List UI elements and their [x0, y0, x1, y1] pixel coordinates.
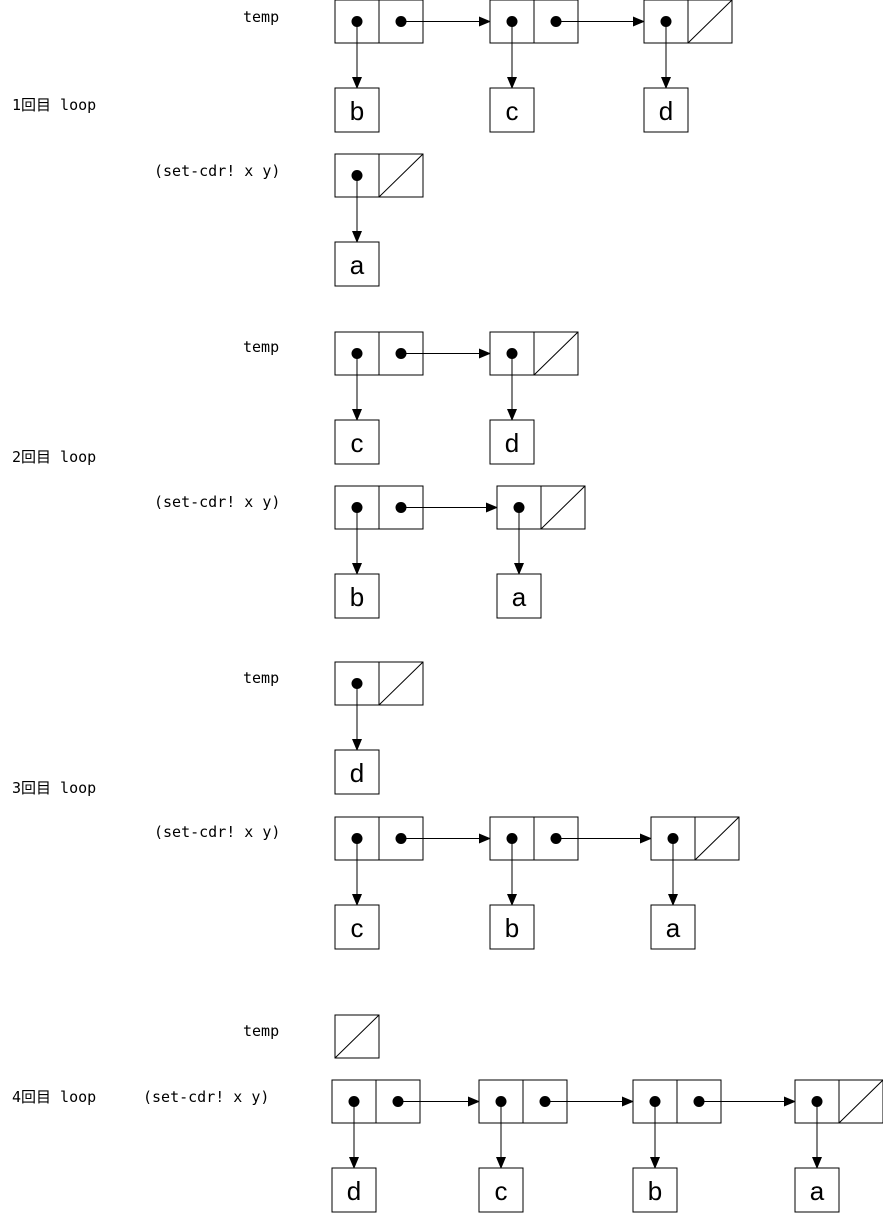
atom-symbol: c	[495, 1176, 508, 1206]
atom-box	[496, 573, 542, 619]
list-set-cdr-loop-1: a	[334, 153, 424, 287]
atom-box	[334, 419, 380, 465]
atom-box	[334, 749, 380, 795]
atom-symbol: b	[648, 1176, 662, 1206]
atom-symbol: a	[350, 250, 365, 280]
atom-box	[643, 87, 689, 133]
atom-symbol: b	[350, 582, 364, 612]
atom-box	[632, 1167, 678, 1213]
nil-slash	[533, 331, 579, 376]
atom-box	[478, 1167, 524, 1213]
atom-symbol: d	[505, 428, 519, 458]
loop-3-label: 3回目 loop	[12, 779, 96, 797]
atom-box	[334, 241, 380, 287]
nil-slash	[540, 485, 586, 530]
atom-symbol: c	[351, 913, 364, 943]
atom-symbol: a	[810, 1176, 825, 1206]
temp-label: temp	[243, 338, 279, 356]
atom-box	[334, 904, 380, 950]
list-temp-loop-4	[334, 1014, 380, 1059]
atom-box	[334, 87, 380, 133]
loop-1-label: 1回目 loop	[12, 96, 96, 114]
atom-box	[489, 87, 535, 133]
atom-symbol: a	[512, 582, 527, 612]
nil-slash	[838, 1079, 883, 1124]
atom-symbol: c	[351, 428, 364, 458]
atom-symbol: c	[506, 96, 519, 126]
atom-symbol: d	[659, 96, 673, 126]
atom-box	[489, 419, 535, 465]
nil-slash	[378, 661, 424, 706]
atom-box	[331, 1167, 377, 1213]
atom-symbol: b	[350, 96, 364, 126]
atom-symbol: a	[666, 913, 681, 943]
list-temp-loop-1: b c d	[334, 0, 733, 133]
atom-box	[489, 904, 535, 950]
atom-box	[794, 1167, 840, 1213]
nil-slash	[687, 0, 733, 44]
atom-box	[334, 573, 380, 619]
atom-symbol: d	[350, 758, 364, 788]
loop-2-label: 2回目 loop	[12, 448, 96, 466]
nil-slash	[694, 816, 740, 861]
loop-4-label: 4回目 loop	[12, 1088, 96, 1106]
set-cdr-label: (set-cdr! x y)	[143, 1088, 269, 1106]
set-cdr-label: (set-cdr! x y)	[154, 823, 280, 841]
atom-symbol: b	[505, 913, 519, 943]
set-cdr-label: (set-cdr! x y)	[154, 162, 280, 180]
temp-label: temp	[243, 1022, 279, 1040]
nil-slash	[334, 1014, 380, 1059]
temp-label: temp	[243, 8, 279, 26]
atom-box	[650, 904, 696, 950]
atom-symbol: d	[347, 1176, 361, 1206]
nil-slash	[378, 153, 424, 198]
set-cdr-label: (set-cdr! x y)	[154, 493, 280, 511]
list-temp-loop-3: d	[334, 661, 424, 795]
temp-label: temp	[243, 669, 279, 687]
